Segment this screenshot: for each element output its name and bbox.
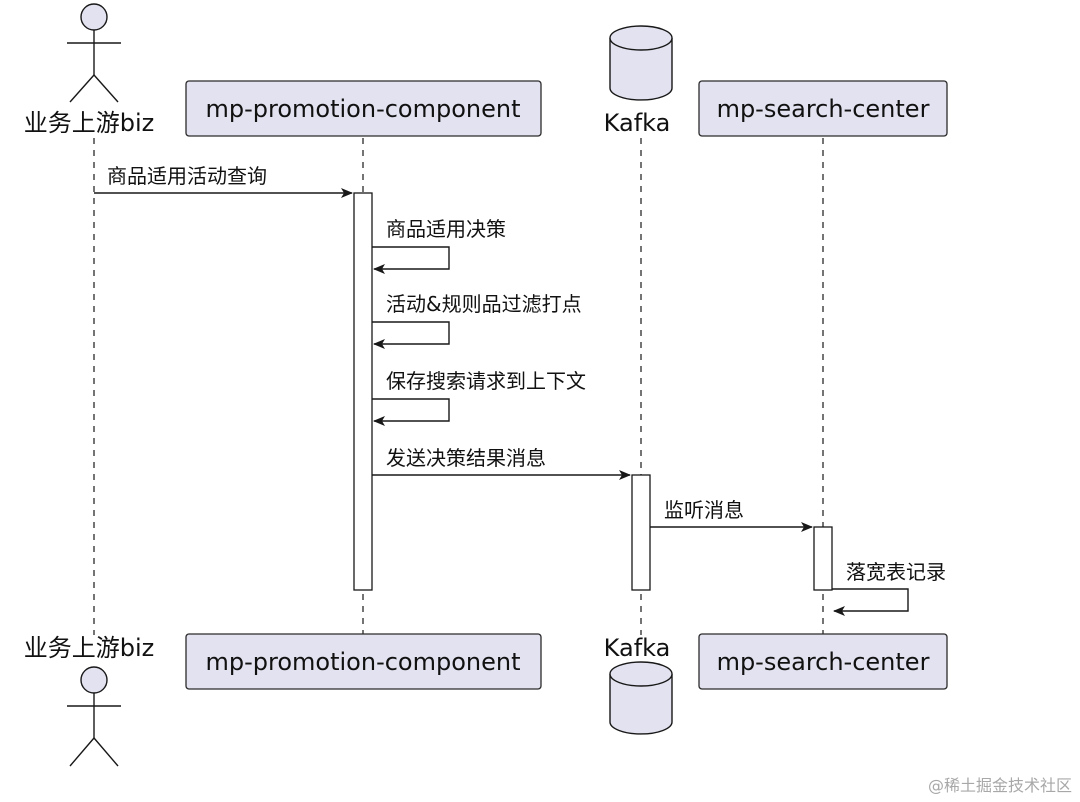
participant-kafka-label-top: Kafka [604, 109, 671, 137]
message-2: 商品适用决策 [372, 217, 506, 274]
participant-search-box-top [698, 80, 948, 137]
message-3: 活动&规则品过滤打点 [372, 292, 582, 349]
message-1-label: 商品适用活动查询 [107, 164, 267, 188]
database-icon-bottom [609, 661, 673, 735]
message-6: 监听消息 [650, 498, 813, 532]
participant-kafka-label-bottom: Kafka [604, 634, 671, 662]
participant-promotion-label-top: mp-promotion-component [206, 95, 521, 123]
participant-search-box-bottom [698, 633, 948, 690]
message-5: 发送决策结果消息 [372, 446, 631, 480]
participant-promotion-box-top [185, 80, 542, 137]
actor-icon-bottom [67, 666, 121, 767]
message-1: 商品适用活动查询 [94, 164, 353, 198]
message-7: 落宽表记录 [832, 560, 946, 616]
database-icon-top [609, 25, 673, 101]
participant-biz-label-bottom: 业务上游biz [24, 634, 155, 662]
message-2-label: 商品适用决策 [386, 217, 506, 241]
activation-promotion [353, 192, 373, 591]
message-6-label: 监听消息 [664, 498, 744, 522]
participant-biz-label-top: 业务上游biz [24, 109, 155, 137]
participant-promotion-box-bottom [185, 633, 542, 690]
message-5-label: 发送决策结果消息 [386, 446, 546, 470]
message-4: 保存搜索请求到上下文 [372, 369, 586, 426]
activation-kafka [631, 474, 651, 591]
activation-search [813, 526, 833, 591]
actor-icon-top [67, 3, 121, 103]
message-7-label: 落宽表记录 [846, 560, 946, 584]
participant-search-label-top: mp-search-center [717, 95, 930, 123]
message-3-label: 活动&规则品过滤打点 [386, 292, 582, 316]
watermark: @稀土掘金技术社区 [928, 776, 1072, 795]
participant-promotion-label-bottom: mp-promotion-component [206, 648, 521, 676]
participant-search-label-bottom: mp-search-center [717, 648, 930, 676]
message-4-label: 保存搜索请求到上下文 [386, 369, 586, 393]
